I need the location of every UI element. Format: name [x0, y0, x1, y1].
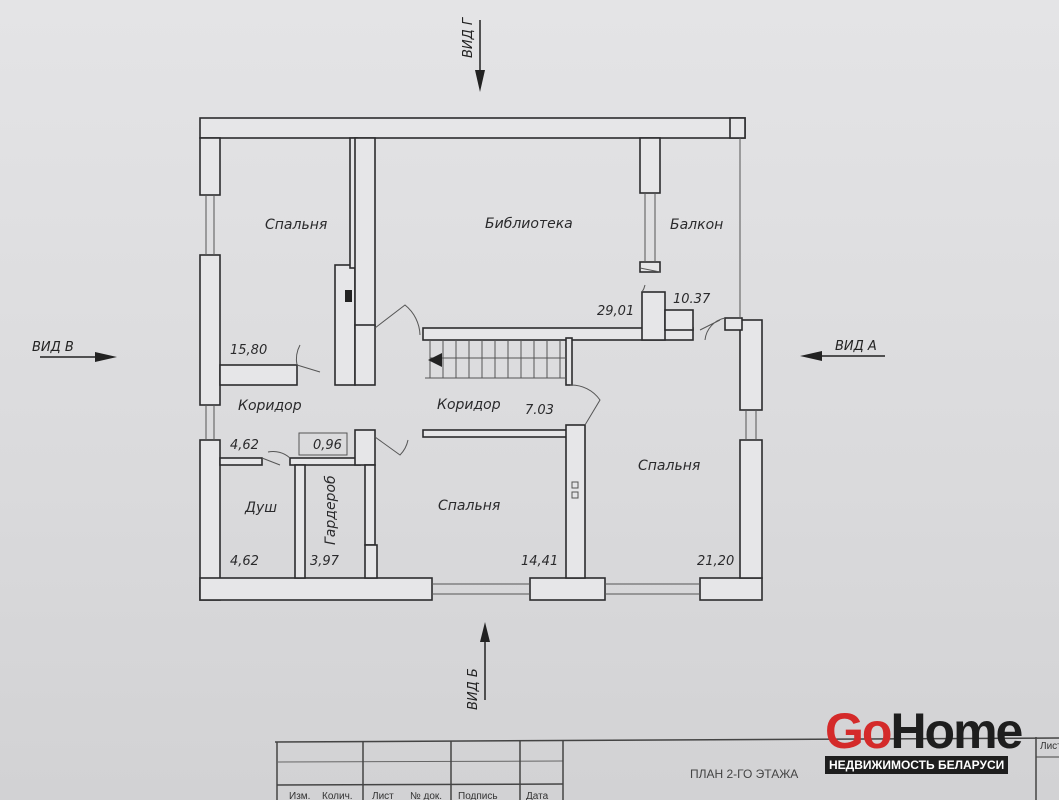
room-name: Библиотека — [485, 216, 573, 232]
view-marker-g: ВИД Г — [461, 16, 485, 92]
vent-icon — [345, 290, 352, 302]
svg-text:Подпись: Подпись — [458, 791, 498, 800]
svg-text:ВИД В: ВИД В — [32, 340, 74, 355]
svg-text:Дата: Дата — [526, 791, 549, 800]
windows-and-doors — [205, 138, 757, 595]
drawing-title: ПЛАН 2-ГО ЭТАЖА — [690, 767, 798, 781]
room-area: 21,20 — [697, 554, 734, 569]
room-name: Спальня — [438, 498, 500, 514]
arrow-right-icon — [95, 352, 117, 362]
stairs — [425, 340, 566, 379]
room-area: 4,62 — [230, 438, 259, 453]
svg-text:№ док.: № док. — [410, 791, 442, 800]
room-name: Спальня — [638, 458, 700, 474]
room-name: Гардероб — [323, 475, 339, 545]
arrow-down-icon — [475, 70, 485, 92]
title-block: Изм. Колич. Лист № док. Подпись Дата Лис… — [274, 737, 1059, 800]
room-name: Коридор — [238, 398, 302, 414]
room-area: 14,41 — [521, 554, 558, 569]
svg-text:Лист: Лист — [372, 791, 394, 800]
svg-text:Лист: Лист — [1040, 741, 1059, 752]
room-name: Коридор — [437, 397, 501, 413]
room-area: 0,96 — [313, 438, 342, 453]
room-name: Балкон — [670, 217, 723, 233]
stair-arrow-icon — [428, 353, 442, 367]
room-area: 10.37 — [673, 292, 711, 307]
room-area: 7.03 — [525, 403, 554, 418]
svg-text:ВИД Г: ВИД Г — [461, 16, 476, 58]
view-marker-v: ВИД В — [32, 340, 117, 362]
svg-text:ВИД А: ВИД А — [835, 339, 877, 354]
socket-icon — [571, 491, 579, 499]
room-area: 4,62 — [230, 554, 259, 569]
svg-text:Изм.: Изм. — [289, 791, 310, 800]
room-area: 29,01 — [597, 304, 634, 319]
closet-box — [298, 432, 348, 456]
room-name: Душ — [244, 500, 277, 516]
svg-text:Колич.: Колич. — [322, 791, 353, 800]
arrow-up-icon — [480, 622, 490, 642]
room-name: Спальня — [265, 217, 327, 233]
svg-text:ВИД Б: ВИД Б — [466, 668, 481, 710]
room-area: 3,97 — [310, 554, 340, 569]
view-marker-a: ВИД А — [800, 339, 885, 361]
view-marker-b: ВИД Б — [466, 622, 490, 710]
walls — [199, 117, 763, 601]
arrow-left-icon — [800, 351, 822, 361]
logo-go: Go — [825, 703, 892, 759]
socket-icon — [571, 481, 579, 489]
room-area: 15,80 — [230, 343, 267, 358]
logo-tagline: НЕДВИЖИМОСТЬ БЕЛАРУСИ — [825, 756, 1009, 774]
logo-home: Home — [890, 703, 1023, 759]
gohome-watermark-logo: GoHome НЕДВИЖИМОСТЬ БЕЛАРУСИ — [825, 706, 1023, 774]
